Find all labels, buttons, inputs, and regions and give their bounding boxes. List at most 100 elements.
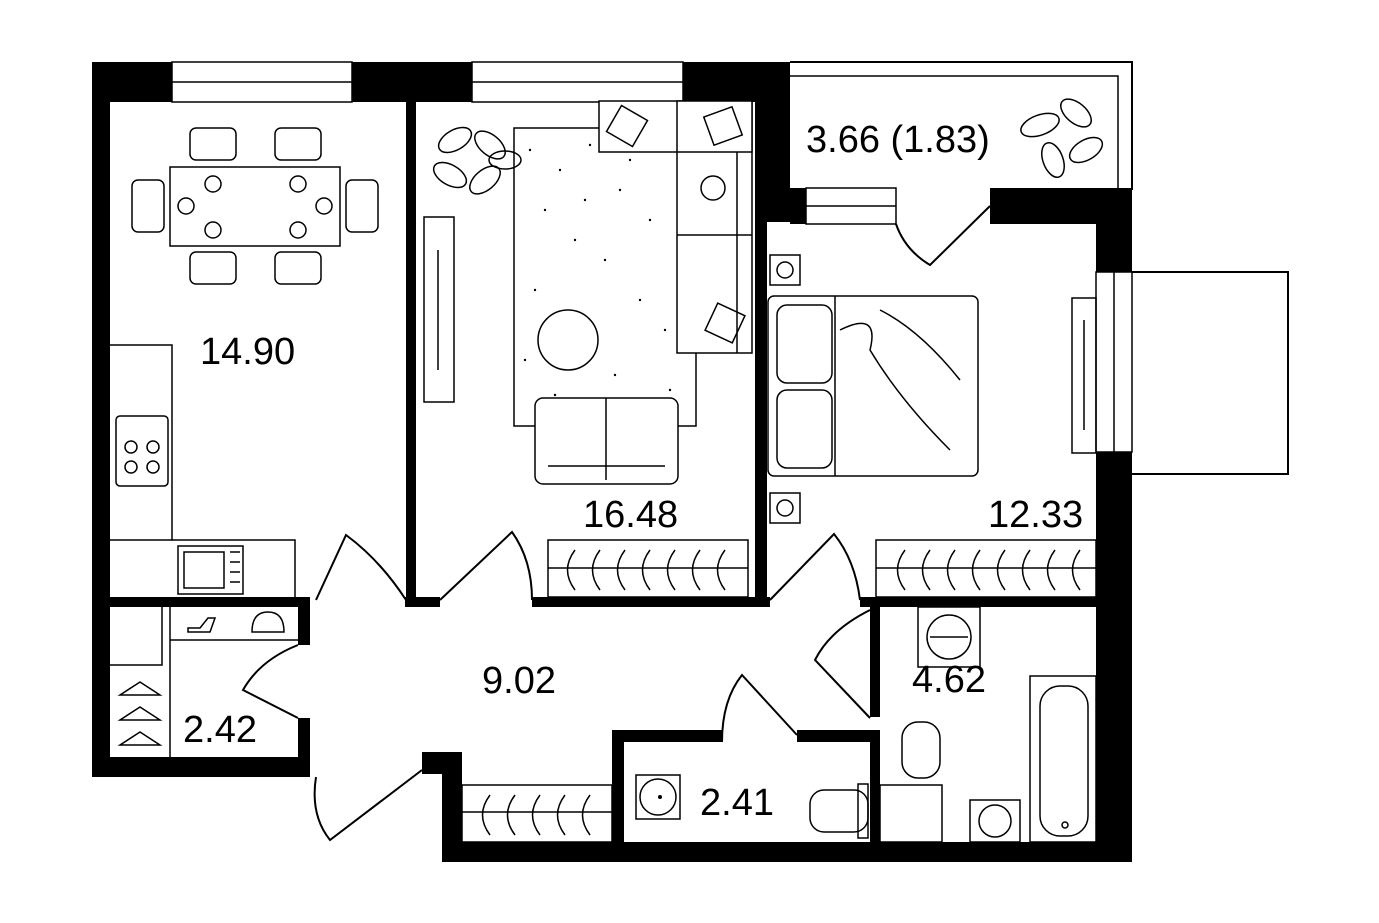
- pillow-icon: [776, 389, 833, 469]
- plate-icon: [177, 197, 195, 215]
- wall-south-left: [92, 757, 310, 777]
- toilet-icon: [901, 721, 941, 779]
- dining-set: [131, 127, 379, 285]
- wall-west: [92, 62, 110, 777]
- door-living: [439, 530, 533, 601]
- kitchen-counter: [110, 344, 296, 597]
- bed: [767, 295, 979, 477]
- door-balcony: [895, 205, 991, 267]
- closet-living: [547, 539, 749, 598]
- sink-icon: [177, 545, 244, 595]
- closet-bedroom: [875, 539, 1097, 598]
- terrace-outline: [1132, 271, 1289, 475]
- wall-south: [442, 842, 1132, 862]
- hat-icon: [251, 611, 285, 633]
- door-toilet: [721, 673, 798, 743]
- room-area-living-room: 16.48: [583, 494, 678, 536]
- chair-icon: [274, 251, 322, 285]
- chair-icon: [274, 127, 322, 161]
- toilet-furniture: [635, 774, 869, 839]
- cushion-icon: [605, 104, 649, 148]
- room-labels: 14.90 16.48 3.66 (1.83) 12.33 4.62 9.02 …: [183, 119, 1083, 824]
- room-area-balcony: 3.66 (1.83): [806, 119, 990, 161]
- pillow-icon: [776, 304, 833, 384]
- nightstand-icon: [769, 492, 801, 524]
- chair-icon: [131, 179, 165, 233]
- cooktop-icon: [115, 415, 169, 487]
- wall-wardrobe-east-top: [298, 597, 310, 645]
- room-area-kitchen: 14.90: [200, 331, 295, 373]
- washbasin-icon: [969, 799, 1021, 843]
- room-area-wardrobe: 2.42: [183, 709, 257, 751]
- wall-wardrobe-north: [92, 597, 304, 607]
- plant-icon: [1020, 98, 1104, 179]
- plate-icon: [289, 175, 307, 193]
- wall-living-south: [532, 597, 770, 607]
- toilet-icon: [809, 789, 869, 833]
- wall-toilet-north-right: [797, 730, 880, 742]
- plate-icon: [315, 197, 333, 215]
- wall-balcony-west: [767, 62, 790, 222]
- plate-icon: [204, 221, 222, 239]
- wall-balcony-stub-left: [790, 188, 806, 224]
- windows: [171, 61, 1289, 475]
- hangers-icon: [117, 681, 163, 746]
- wall-closet-west: [442, 752, 462, 862]
- door-wardrobe: [241, 644, 299, 719]
- wall-east-upper: [1096, 188, 1132, 272]
- door-bathroom: [813, 609, 871, 719]
- blanket-icon: [839, 309, 961, 451]
- chair-icon: [189, 251, 237, 285]
- chair-icon: [189, 127, 237, 161]
- hangers-icon: [481, 794, 591, 836]
- room-area-toilet: 2.41: [700, 782, 774, 824]
- wall-corner-nw: [92, 62, 172, 102]
- bedroom-furniture: [767, 254, 1097, 524]
- room-area-hallway: 9.02: [482, 660, 556, 702]
- walls: [92, 62, 1132, 862]
- coffee-table: [537, 309, 599, 371]
- wardrobe-furniture: [110, 607, 298, 757]
- bathtub-icon: [1029, 675, 1097, 843]
- balcony-outline: [790, 61, 1133, 190]
- wall-kitchen-living: [406, 95, 416, 600]
- plant-icon: [432, 126, 522, 195]
- rug: [513, 127, 697, 427]
- wall-east-lower: [1096, 452, 1132, 862]
- cushion-icon: [702, 105, 744, 147]
- tv-stand: [423, 216, 455, 403]
- sofa: [676, 100, 753, 354]
- door-entrance: [313, 769, 423, 842]
- hangers-icon: [566, 549, 726, 591]
- wall-wardrobe-east-bottom: [298, 718, 310, 777]
- cat-icon: [700, 175, 726, 201]
- plate-icon: [204, 175, 222, 193]
- plate-icon: [289, 221, 307, 239]
- hangers-icon: [896, 549, 1081, 591]
- wall-living-stub-left: [405, 597, 440, 607]
- wall-toilet-north-left: [612, 730, 722, 742]
- dining-table: [169, 166, 341, 247]
- chair-icon: [345, 179, 379, 233]
- nightstand-icon: [769, 254, 801, 286]
- closet-hall: [461, 784, 613, 843]
- washbasin-icon: [635, 774, 681, 820]
- living-furniture: [423, 100, 753, 485]
- cushion-icon: [704, 302, 746, 344]
- rug-dots: [523, 143, 682, 412]
- shoe-icon: [187, 617, 217, 633]
- bathroom-furniture: [879, 606, 1097, 843]
- wall-bathroom-west-lower: [870, 730, 880, 850]
- wall-bedroom-south: [860, 597, 1100, 607]
- tv-stand: [1071, 297, 1097, 454]
- door-bedroom: [769, 532, 861, 601]
- wall-toilet-west: [612, 730, 624, 850]
- doors: [241, 205, 991, 842]
- washer-icon: [917, 606, 981, 668]
- door-kitchen: [315, 533, 407, 601]
- room-area-bedroom: 12.33: [988, 494, 1083, 536]
- room-area-bathroom: 4.62: [912, 659, 986, 701]
- wall-bathroom-west-upper: [870, 597, 880, 717]
- wall-living-bedroom: [755, 62, 767, 607]
